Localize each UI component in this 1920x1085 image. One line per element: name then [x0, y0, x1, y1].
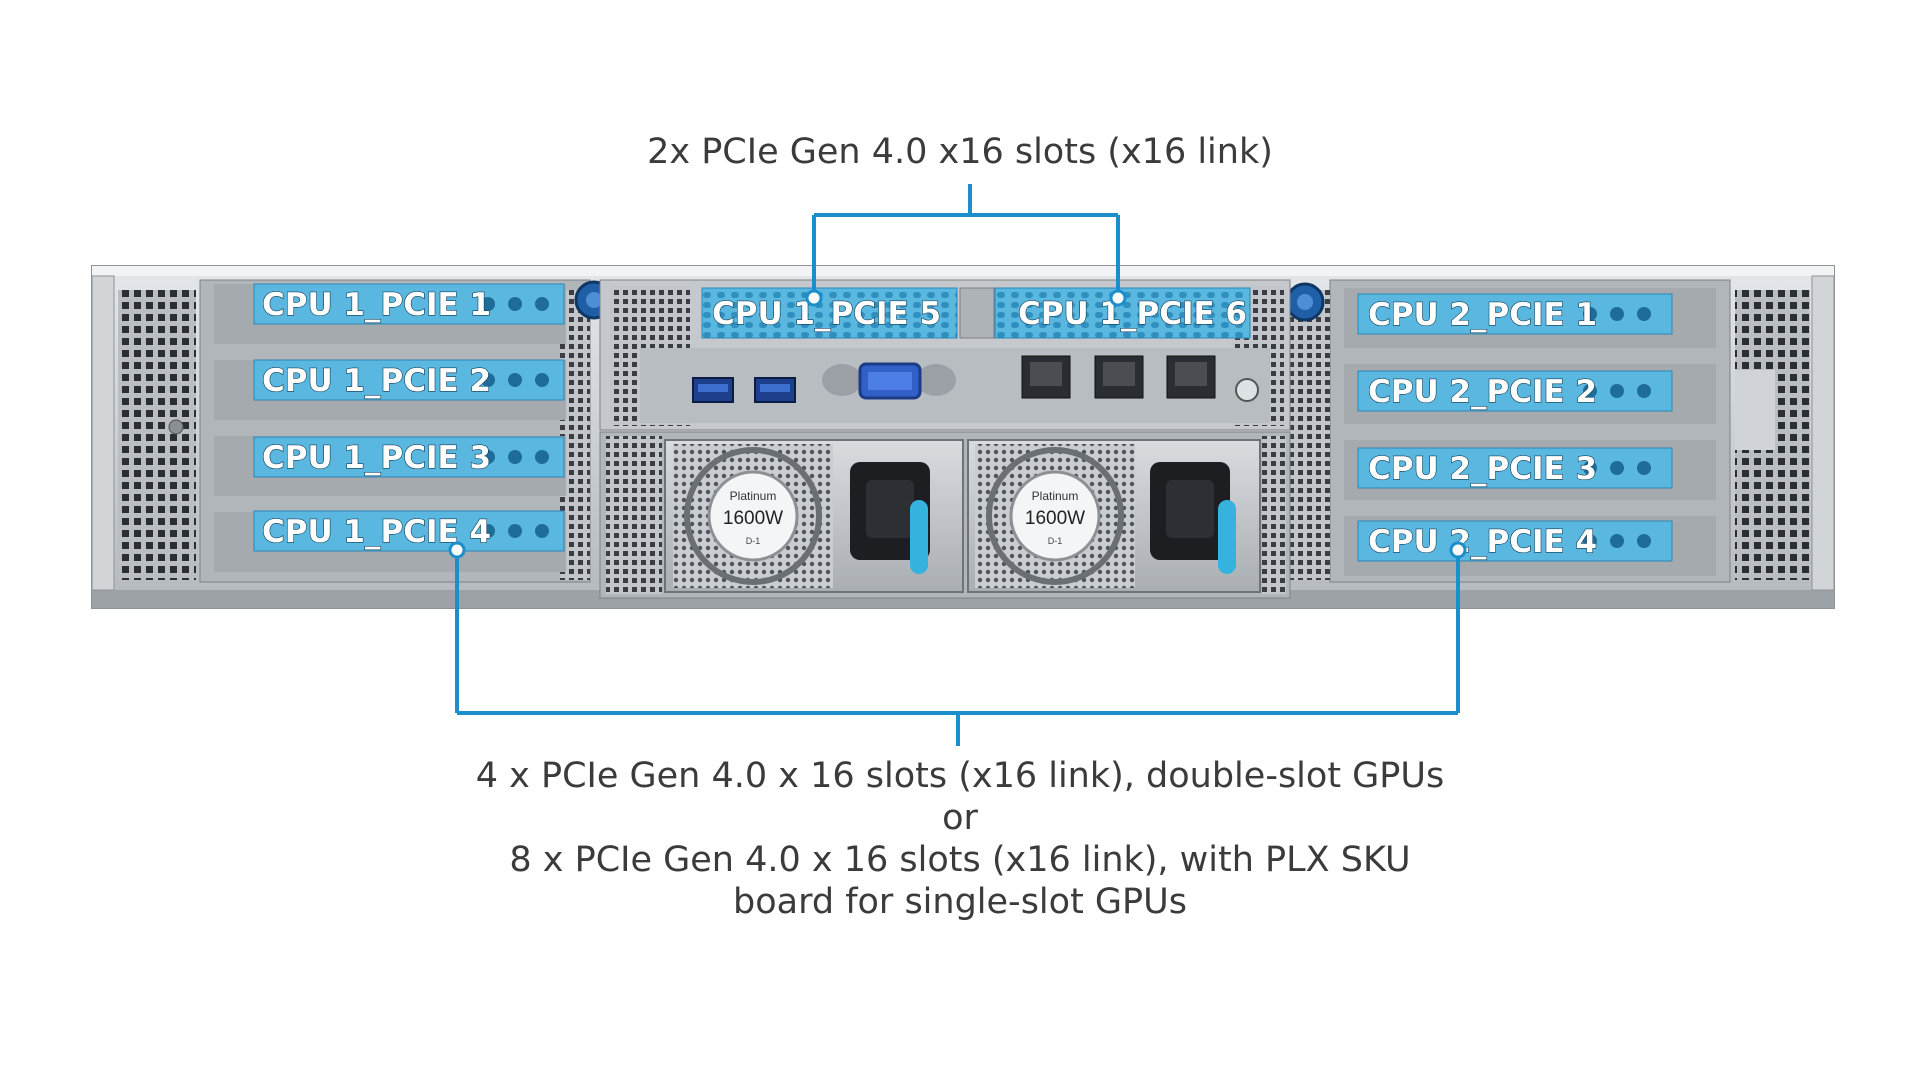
slot-cpu1-pcie2: CPU 1_PCIE 2: [253, 359, 565, 401]
bottom-caption-line-2: or: [942, 798, 978, 838]
bottom-caption-line-1: 4 x PCIe Gen 4.0 x 16 slots (x16 link), …: [475, 756, 1445, 796]
callout-dot-cpu1-pcie4: [448, 541, 466, 559]
callout-dot-cpu2-pcie4: [1449, 541, 1467, 559]
slot-cpu2-pcie3: CPU 2_PCIE 3: [1357, 447, 1673, 489]
slot-label-cpu1-pcie3: CPU 1_PCIE 3: [262, 440, 491, 476]
left-screw: [168, 419, 184, 435]
psu1-rating-line2: 1600W: [723, 508, 783, 529]
psu2-handle: [1218, 500, 1236, 574]
slot-label-cpu1-pcie2: CPU 1_PCIE 2: [262, 363, 491, 399]
usb-port-2: [754, 377, 796, 403]
ethernet-port-3: [1166, 355, 1216, 399]
bottom-caption: 4 x PCIe Gen 4.0 x 16 slots (x16 link), …: [360, 755, 1560, 923]
slot-cpu1-pcie4: CPU 1_PCIE 4: [253, 510, 565, 552]
psu1-rating-line3: D-1: [746, 536, 761, 546]
slot-label-cpu1-pcie6: CPU 1_PCIE 6: [1018, 296, 1247, 332]
slot-cpu1-pcie3: CPU 1_PCIE 3: [253, 436, 565, 478]
left-vent-grill: [118, 290, 196, 580]
top-caption: 2x PCIe Gen 4.0 x16 slots (x16 link): [647, 132, 1273, 172]
power-supply-2: Platinum 1600W D-1: [967, 439, 1261, 593]
psu2-rating-line3: D-1: [1048, 536, 1063, 546]
slot-label-cpu1-pcie1: CPU 1_PCIE 1: [262, 287, 491, 323]
slot-label-cpu2-pcie3: CPU 2_PCIE 3: [1368, 451, 1597, 487]
slot-cpu1-pcie5: CPU 1_PCIE 5: [701, 287, 958, 339]
slot-cpu2-pcie4: CPU 2_PCIE 4: [1357, 520, 1673, 562]
callout-dot-pcie6: [1109, 289, 1127, 307]
slot-cpu2-pcie1: CPU 2_PCIE 1: [1357, 293, 1673, 335]
psu2-fan: [986, 447, 1124, 585]
psu1-rating-line1: Platinum: [730, 489, 777, 503]
slot-cpu1-pcie1: CPU 1_PCIE 1: [253, 283, 565, 325]
bottom-caption-line-4: board for single-slot GPUs: [733, 882, 1187, 922]
callout-dot-pcie5: [805, 289, 823, 307]
psu2-rating-line2: 1600W: [1025, 508, 1085, 529]
ethernet-port-2: [1094, 355, 1144, 399]
slot-label-cpu1-pcie4: CPU 1_PCIE 4: [262, 514, 491, 550]
power-button: [1235, 378, 1259, 402]
top-callout-lines: [812, 184, 1120, 298]
bottom-caption-line-3: 8 x PCIe Gen 4.0 x 16 slots (x16 link), …: [509, 840, 1411, 880]
slot-label-cpu2-pcie2: CPU 2_PCIE 2: [1368, 374, 1597, 410]
slot-label-cpu2-pcie1: CPU 2_PCIE 1: [1368, 297, 1597, 333]
psu1-handle: [910, 500, 928, 574]
usb-port-1: [692, 377, 734, 403]
slot-cpu2-pcie2: CPU 2_PCIE 2: [1357, 370, 1673, 412]
bottom-callout-lines: [455, 550, 1460, 746]
vga-port: [822, 362, 956, 400]
psu1-fan: [684, 447, 822, 585]
slot-cpu1-pcie6: CPU 1_PCIE 6: [994, 287, 1251, 339]
slot-label-cpu2-pcie4: CPU 2_PCIE 4: [1368, 524, 1597, 560]
ethernet-port-1: [1021, 355, 1071, 399]
psu2-rating-line1: Platinum: [1032, 489, 1079, 503]
power-supply-1: Platinum 1600W D-1: [664, 439, 964, 593]
slot-label-cpu1-pcie5: CPU 1_PCIE 5: [712, 296, 941, 332]
